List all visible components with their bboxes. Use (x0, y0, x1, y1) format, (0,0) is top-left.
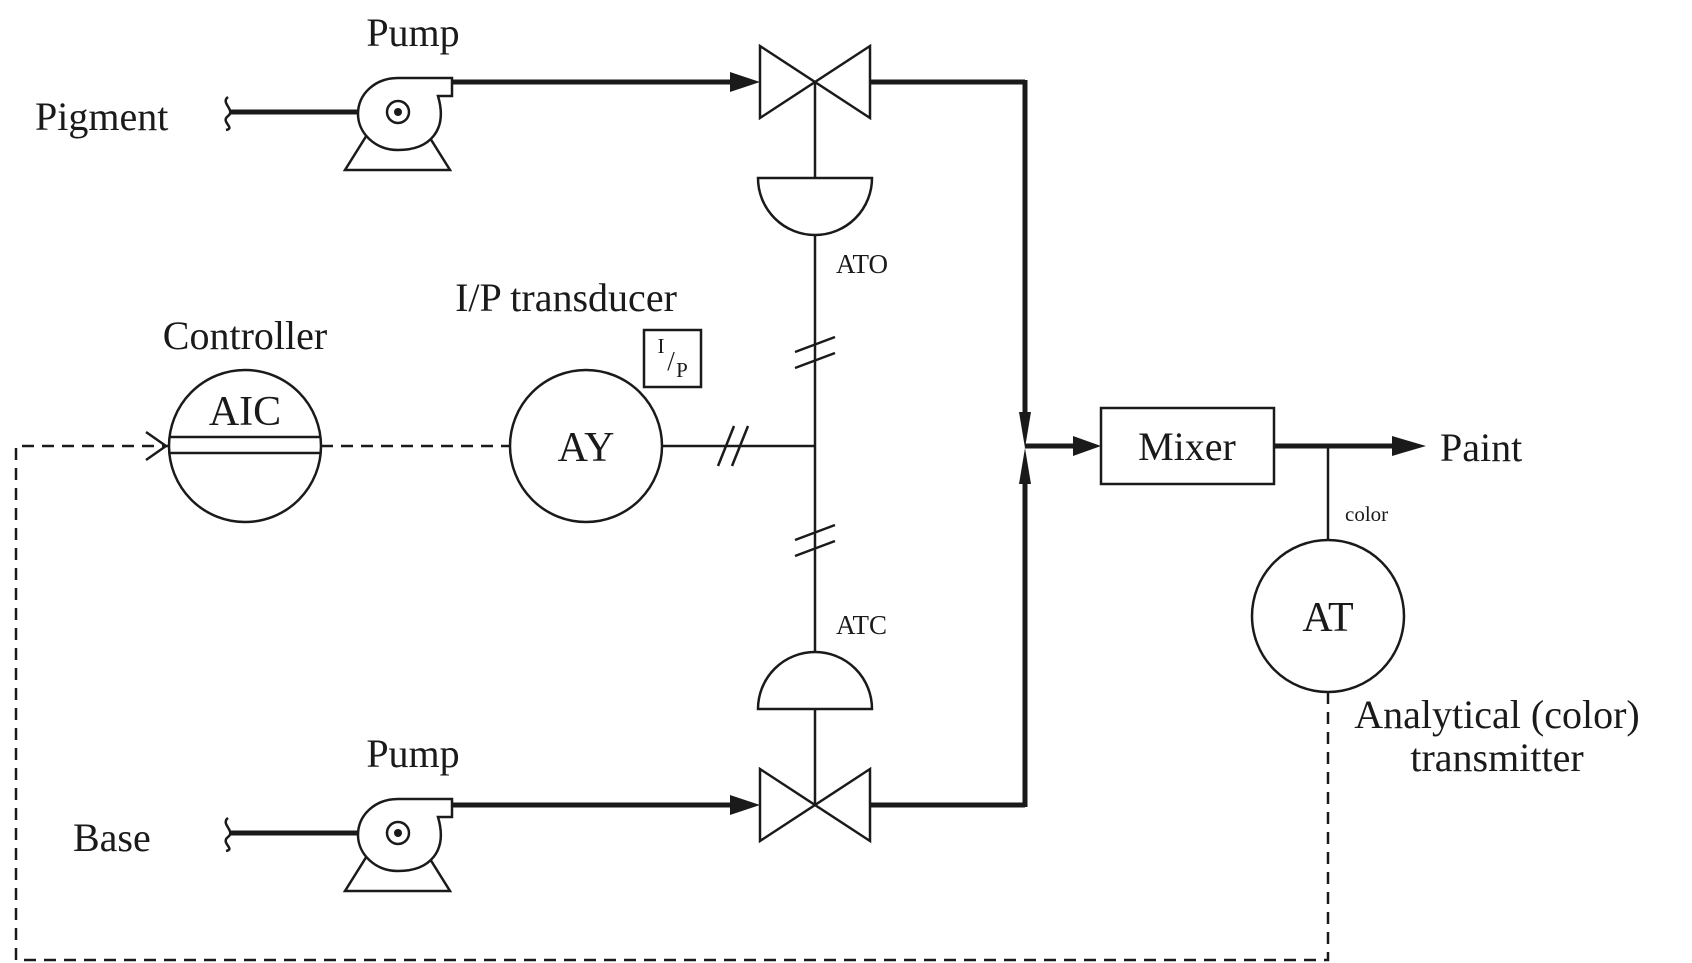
base-pump-eye-inner (394, 829, 402, 837)
pigment-discharge-arrow (730, 72, 760, 92)
pneumatic-hash-lower-1 (794, 523, 836, 542)
pneumatic-hash-upper-1 (794, 335, 836, 354)
pigment-pump (342, 76, 454, 172)
ip-transducer: AY I / P (508, 328, 703, 524)
pigment-valve-actuator (756, 176, 874, 237)
pneumatic-hash-horizontal-1 (716, 425, 736, 467)
base-pump (342, 797, 454, 893)
collector-upper-arrow (1019, 412, 1031, 448)
transmitter-label-line2: transmitter (1410, 735, 1583, 780)
base-valve-body-left (758, 766, 818, 844)
base-label: Base (73, 815, 151, 860)
color-label: color (1345, 502, 1388, 526)
pigment-break-symbol (224, 96, 232, 132)
pneumatic-hash-horizontal-2 (730, 425, 750, 467)
pigment-valve-body-right (812, 43, 872, 121)
signal-feedback-arrowhead (145, 430, 169, 462)
base-valve-body-right (812, 766, 872, 844)
collector-header (1019, 80, 1101, 807)
paint-outlet-arrow (1392, 436, 1426, 456)
ip-box-i: I (658, 334, 665, 358)
pigment-pump-eye-inner (394, 108, 402, 116)
controller: AIC (167, 368, 323, 524)
ato-label: ATO (836, 249, 888, 279)
transmitter-tag: AT (1302, 595, 1353, 641)
pump-top-label: Pump (366, 10, 459, 55)
paint-label: Paint (1440, 425, 1522, 470)
pigment-label: Pigment (35, 94, 168, 139)
ip-box-p: P (676, 358, 688, 382)
ip-box (642, 328, 703, 389)
transducer-tag: AY (558, 425, 615, 471)
atc-label: ATC (836, 610, 887, 640)
electronic-signals (14, 430, 1330, 962)
signal-transmitter-feedback (14, 444, 1330, 962)
base-control-valve (756, 650, 874, 844)
base-break-symbol (224, 817, 232, 853)
pump-bottom-label: Pump (366, 731, 459, 776)
transmitter-label-line1: Analytical (color) (1354, 692, 1639, 737)
pigment-valve-body-left (758, 43, 818, 121)
base-discharge-arrow (730, 795, 760, 815)
mixer-box (1099, 406, 1276, 486)
mixer: Mixer (1099, 406, 1276, 486)
collector-lower-arrow (1019, 448, 1031, 484)
transducer-label: I/P transducer (455, 275, 677, 320)
mixer-feed-arrow (1073, 436, 1101, 456)
pneumatic-hash-upper-2 (794, 351, 836, 370)
base-valve-actuator (756, 650, 874, 711)
pneumatic-hash-lower-2 (794, 539, 836, 558)
pneumatic-signals (662, 236, 836, 651)
pigment-control-valve (756, 43, 874, 237)
controller-tag: AIC (209, 389, 281, 435)
ip-box-slash: / (667, 346, 675, 376)
controller-label: Controller (163, 313, 327, 358)
mixer-label: Mixer (1138, 424, 1236, 469)
